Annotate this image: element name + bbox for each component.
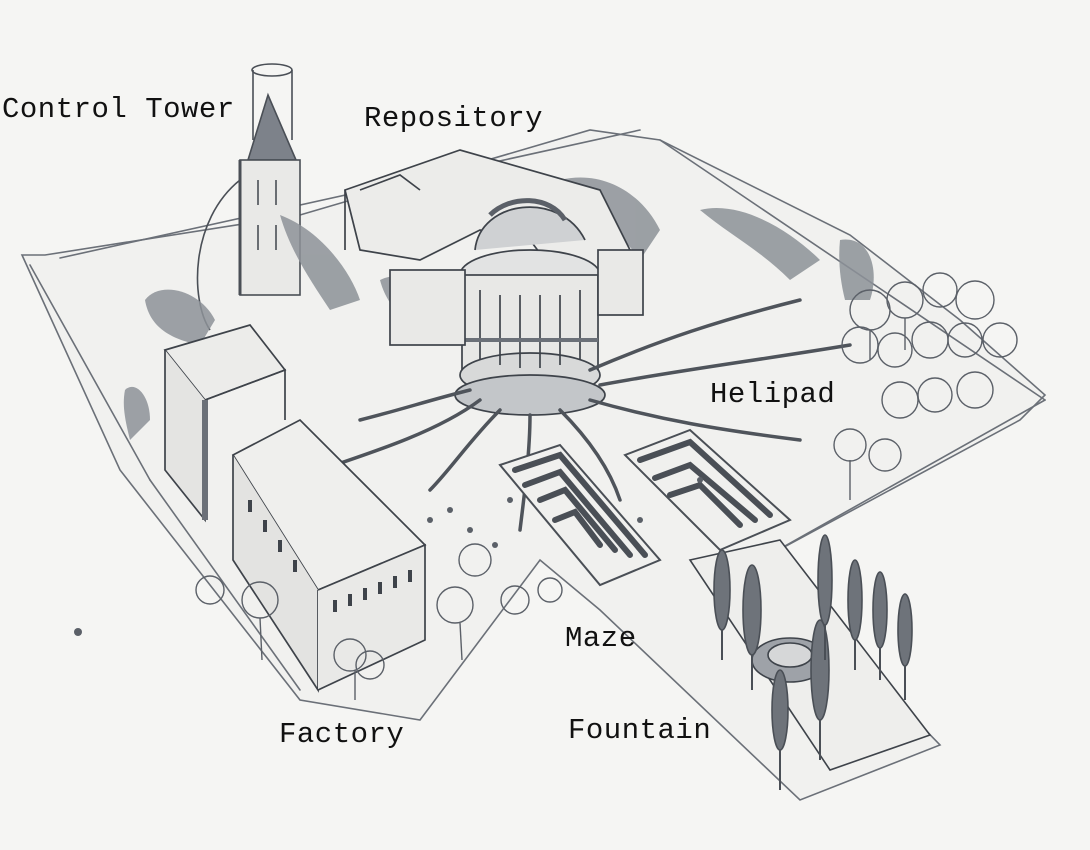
label-control-tower: Control Tower — [2, 93, 235, 126]
repository-drawing — [343, 149, 644, 416]
stipple-dots — [74, 477, 703, 636]
tree-cluster-right — [833, 272, 1018, 500]
factory-drawing — [163, 324, 427, 693]
label-fountain: Fountain — [568, 714, 712, 747]
maze-drawing — [498, 428, 792, 587]
label-repository: Repository — [364, 102, 544, 135]
tree-cluster-front — [195, 543, 563, 700]
fountain-drawing — [688, 534, 932, 790]
label-helipad: Helipad — [710, 378, 836, 411]
label-factory: Factory — [279, 718, 405, 751]
label-maze: Maze — [565, 622, 637, 655]
